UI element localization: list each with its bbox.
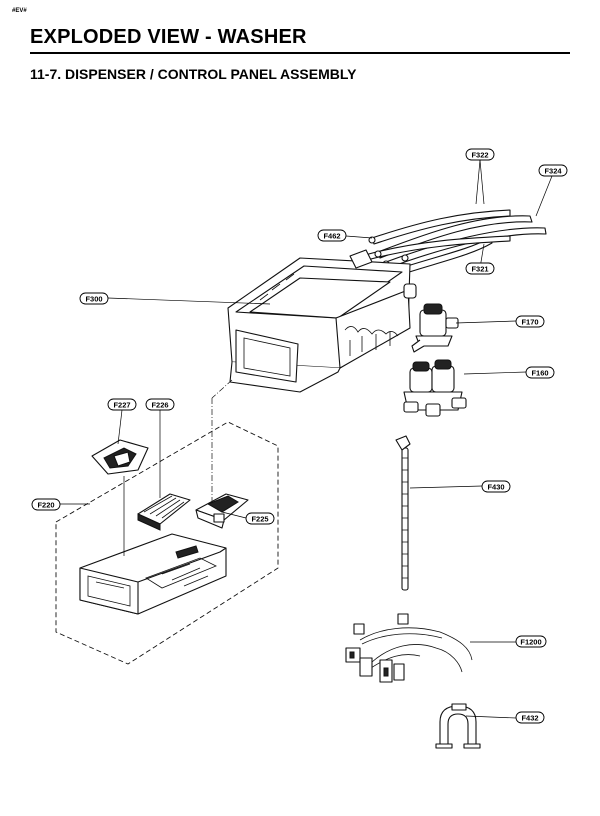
label-f321: F321 [465,262,495,275]
dispenser-drawer [79,533,227,615]
valve-double [403,359,467,417]
svg-text:F300: F300 [85,295,102,304]
valve-single [411,303,459,353]
drawer-dashed-outline [55,421,279,665]
svg-text:F160: F160 [531,369,548,378]
label-f432: F432 [515,711,545,724]
svg-text:F324: F324 [544,167,562,176]
svg-text:F170: F170 [521,318,538,327]
cap-bleach [137,493,191,531]
label-f220: F220 [31,498,61,511]
svg-text:F432: F432 [521,714,538,723]
leader-lines [60,159,553,719]
page-title: EXPLODED VIEW - WASHER [30,26,307,48]
svg-text:F321: F321 [471,265,488,274]
label-f430: F430 [481,480,511,493]
label-f170: F170 [515,315,545,328]
svg-text:F226: F226 [151,401,168,410]
svg-text:F322: F322 [471,151,488,160]
svg-text:F462: F462 [323,232,340,241]
cap-detergent [195,493,249,529]
svg-text:F225: F225 [251,515,268,524]
label-f462: F462 [317,229,347,242]
dispenser-housing [227,249,417,393]
label-f1200: F1200 [515,635,547,648]
svg-text:F227: F227 [113,401,130,410]
svg-text:F1200: F1200 [520,638,541,647]
section-subtitle: 11-7. DISPENSER / CONTROL PANEL ASSEMBLY [30,66,357,82]
document-tag: #EV# [12,8,27,14]
label-f227: F227 [107,398,137,411]
label-f225: F225 [245,512,275,525]
svg-text:F220: F220 [37,501,54,510]
cap-softener [91,439,149,475]
wire-harness [345,613,473,683]
drain-tube [395,435,411,591]
hose-clamp [435,703,481,749]
label-f300: F300 [79,292,109,305]
label-f226: F226 [145,398,175,411]
label-f160: F160 [525,366,555,379]
label-f322: F322 [465,148,495,161]
label-f324: F324 [538,164,568,177]
svg-text:F430: F430 [487,483,504,492]
title-rule [30,52,570,54]
